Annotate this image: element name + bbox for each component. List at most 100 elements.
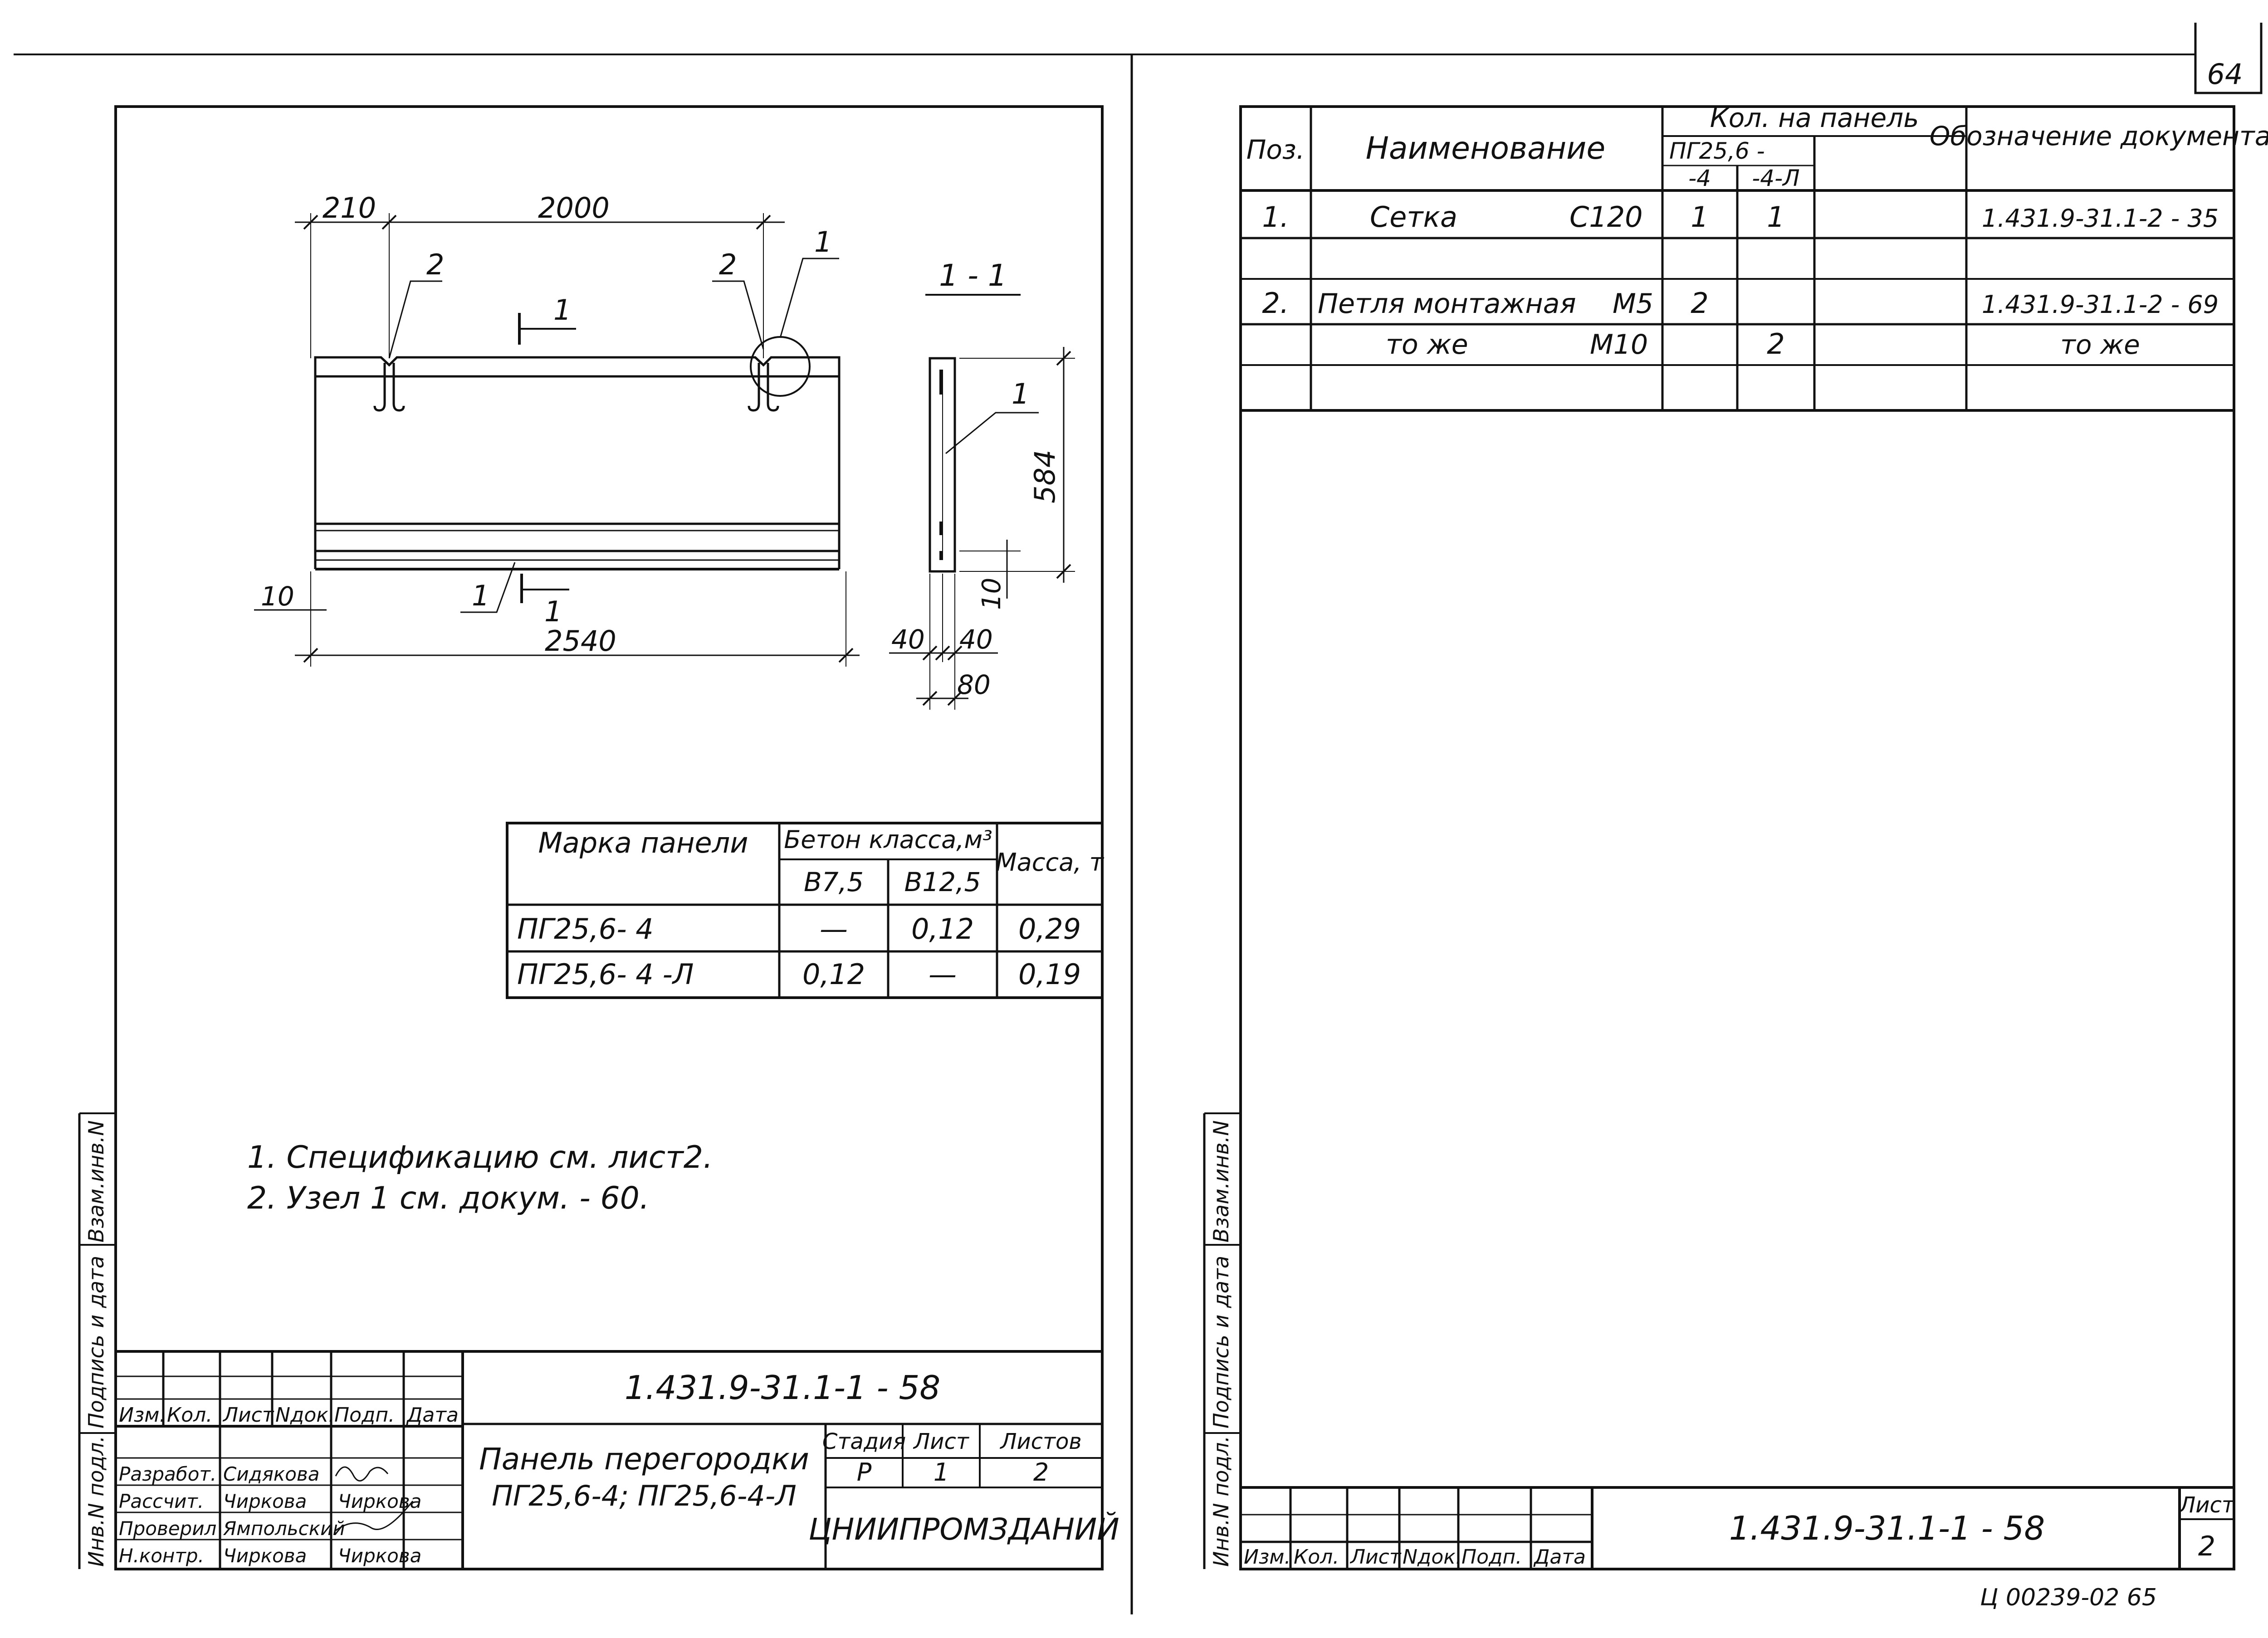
s2-side-stamp-inv: Инв.N подл. <box>1209 1436 1233 1567</box>
title-block-2: Изм. Кол. Лист Nдок. Подп. Дата 1.431.9-… <box>1241 1486 2235 1569</box>
spec-r3-q1: 2 <box>1691 287 1708 320</box>
h-concrete: Бетон класса,м³ <box>784 825 992 854</box>
spec-r1-q1: 1 <box>1691 200 1708 234</box>
section-mark-bottom: 1 <box>544 595 562 628</box>
spec-r1-pos: 1. <box>1262 200 1289 234</box>
tb1-name-4: Чиркова <box>223 1545 307 1567</box>
dim-10-left: 10 <box>261 581 294 612</box>
section-1-1-view: 1 - 1 1 584 10 <box>889 258 1075 710</box>
tb1-col-data: Дата <box>406 1404 459 1427</box>
tb1-name-2: Чиркова <box>223 1490 307 1512</box>
sheet-1: Инв.N подл. Подпись и дата Взам.инв.N <box>78 105 1119 1570</box>
tb1-org: ЦНИИПРОМЗДАНИЙ <box>808 1511 1119 1547</box>
side-stamp-inv: Инв.N подл. <box>84 1436 108 1567</box>
spec-r1-doc: 1.431.9-31.1-2 - 35 <box>1982 204 2219 233</box>
side-stamp-vzam: Взам.инв.N <box>84 1120 108 1243</box>
spec-r1-mark: С120 <box>1569 200 1643 234</box>
tb1-role-4: Н.контр. <box>119 1545 204 1567</box>
tb1-stage-label: Стадия <box>822 1429 906 1454</box>
tb2-col-izm: Изм. <box>1244 1545 1291 1569</box>
tb1-sheet-label: Лист <box>913 1429 970 1454</box>
note-1: 1. Спецификацию см. лист2. <box>247 1140 713 1175</box>
spec-h-name: Наименование <box>1366 131 1605 166</box>
tb1-stage: Р <box>857 1458 872 1487</box>
tb1-code: 1.431.9-31.1-1 - 58 <box>625 1369 940 1407</box>
spec-r3-pos: 2. <box>1262 287 1289 320</box>
page-number: 64 <box>2207 58 2243 91</box>
sec-dim-584: 584 <box>1028 450 1061 503</box>
tb2-sheet-label: Лист <box>2178 1492 2235 1518</box>
signature-1 <box>335 1466 389 1482</box>
pos-1-bottom: 1 <box>472 579 489 612</box>
tb1-col-ndok: Nдок. <box>275 1404 335 1427</box>
pos-2-right: 2 <box>719 248 737 281</box>
title-block-1: Изм. Кол. Лист Nдок. Подп. Дата Разработ… <box>116 1350 1119 1569</box>
tb1-sheets-label: Листов <box>999 1429 1081 1454</box>
pos-2-left: 2 <box>426 248 444 281</box>
sec-dim-10: 10 <box>977 578 1007 610</box>
sec-dim-40-right: 40 <box>959 624 993 655</box>
spec-h-4l: -4-Л <box>1752 165 1800 191</box>
spec-h-doc: Обозначение документа <box>1930 121 2268 151</box>
s2-side-stamp-sign: Подпись и дата <box>1209 1256 1233 1428</box>
tb1-sheets: 2 <box>1033 1458 1049 1487</box>
tb2-col-ndok: Nдок. <box>1403 1545 1462 1569</box>
tb1-title-2: ПГ25,6-4; ПГ25,6-4-Л <box>492 1479 797 1512</box>
tb1-col-kol: Кол. <box>167 1404 212 1427</box>
spec-r3-doc: 1.431.9-31.1-2 - 69 <box>1982 290 2219 319</box>
dim-2540: 2540 <box>545 624 616 658</box>
tb1-name-1: Сидякова <box>223 1463 319 1485</box>
sheet-2: Инв.N подл. Подпись и дата Взам.инв.N По… <box>1203 102 2268 1611</box>
tb1-name-3: Ямпольский <box>223 1517 345 1540</box>
tb1-col-izm: Изм. <box>119 1404 166 1427</box>
row2-b125: — <box>929 958 957 991</box>
spec-h-qty: Кол. на панель <box>1710 102 1919 133</box>
page-frame: 64 <box>14 23 2263 1614</box>
spec-table: Поз. Наименование Кол. на панель ПГ25,6 … <box>1241 102 2268 412</box>
tb1-title-1: Панель перегородки <box>479 1442 809 1477</box>
spec-r1-name: Сетка <box>1370 200 1457 234</box>
tb1-role-2: Рассчит. <box>119 1490 204 1512</box>
tb1-role-1: Разработ. <box>119 1463 216 1485</box>
spec-r4-name: то же <box>1386 329 1468 361</box>
tb2-code: 1.431.9-31.1-1 - 58 <box>1729 1509 2045 1547</box>
tb2-col-list: Лист <box>1349 1545 1402 1569</box>
row2-b75: 0,12 <box>802 958 865 991</box>
spec-r4-mark: М10 <box>1590 329 1648 361</box>
tb1-col-podp: Подп. <box>334 1404 395 1427</box>
row2-mass: 0,19 <box>1018 958 1081 991</box>
row1-mass: 0,29 <box>1018 912 1081 946</box>
tb1-col-list: Лист <box>222 1404 274 1427</box>
spec-r1-q2: 1 <box>1767 200 1784 234</box>
spec-h-pos: Поз. <box>1246 134 1305 165</box>
tb1-grid <box>116 1351 463 1569</box>
s2-side-stamp-vzam: Взам.инв.N <box>1209 1120 1233 1243</box>
row1-mark: ПГ25,6- 4 <box>517 912 654 946</box>
dim-2000: 2000 <box>538 191 610 224</box>
spec-r3-name: Петля монтажная <box>1318 288 1576 320</box>
spec-r3-mark: М5 <box>1613 288 1653 320</box>
section-title: 1 - 1 <box>939 258 1007 293</box>
panel-front-view: 210 2000 2 2 1 1 1 1 2540 <box>254 191 860 667</box>
pos-1-top: 1 <box>814 225 832 258</box>
sec-dim-80: 80 <box>957 669 991 700</box>
h-mark-text: Марка панели <box>538 826 748 859</box>
section-mark-top: 1 <box>553 293 571 327</box>
panel-table: Марка панели Бетон класса,м³ В7,5 В12,5 … <box>506 822 1105 999</box>
spec-h-pg: ПГ25,6 - <box>1669 138 1765 164</box>
spec-h-4: -4 <box>1688 165 1711 191</box>
signature-4: Чиркова <box>338 1545 421 1567</box>
h-mark: Марка панели <box>538 826 748 859</box>
spec-r4-q2: 2 <box>1767 327 1784 361</box>
tb2-col-kol: Кол. <box>1294 1545 1339 1569</box>
row1-b75: — <box>820 912 848 946</box>
h-mass: Масса, т <box>996 848 1104 877</box>
dim-210: 210 <box>323 191 376 224</box>
signature-3 <box>335 1501 414 1531</box>
tb1-sheet: 1 <box>934 1458 949 1487</box>
h-b75: В7,5 <box>804 867 864 897</box>
tb2-col-data: Дата <box>1533 1545 1586 1569</box>
tb2-sheet: 2 <box>2198 1531 2215 1562</box>
h-b125: В12,5 <box>904 867 981 897</box>
